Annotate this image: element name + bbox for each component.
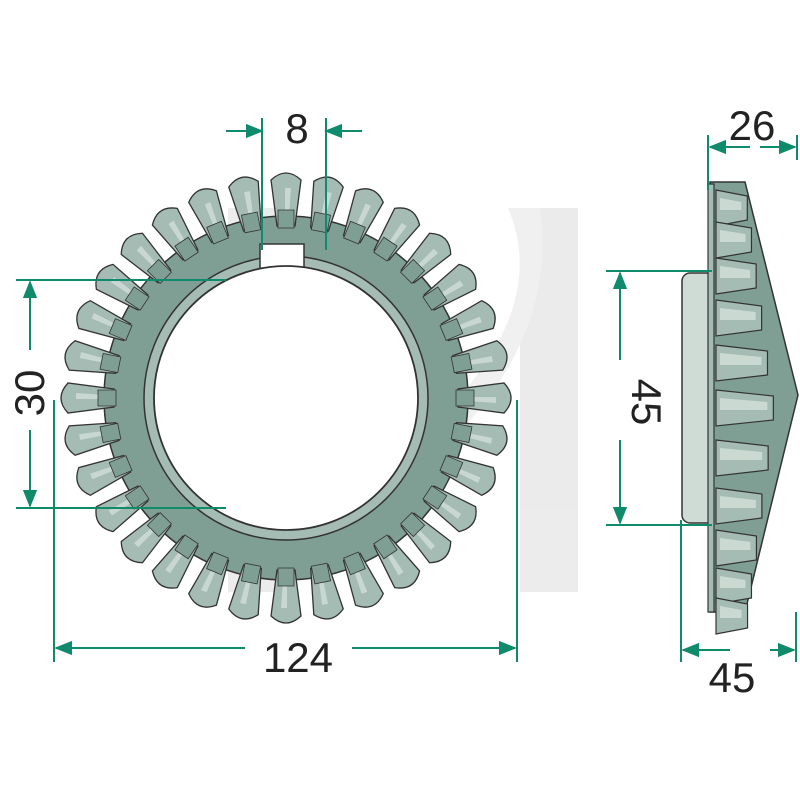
gear-tooth-highlight — [244, 191, 254, 220]
keyway-width-label: 8 — [285, 105, 308, 152]
gear-tooth-root — [146, 511, 173, 538]
gear-tooth-root — [108, 455, 133, 478]
gear-tooth-root — [174, 534, 199, 560]
gear-tooth-highlight — [240, 575, 252, 605]
gear-tooth-side-highlight — [720, 308, 756, 320]
gear-side-view — [681, 181, 799, 635]
gear-tooth-root — [399, 511, 426, 538]
gear-tooth-root — [343, 551, 366, 576]
outer-diameter-label: 124 — [263, 634, 333, 681]
gear-tooth-side-highlight — [720, 606, 742, 618]
gear-tooth-root — [124, 286, 150, 311]
gear-tooth-highlight — [76, 393, 104, 399]
gear-tooth-highlight — [464, 356, 493, 366]
dimension-keyway-width — [226, 118, 362, 250]
gear-tooth-side-highlight — [720, 496, 756, 508]
hub-diameter-label: 45 — [623, 379, 670, 426]
dimension-total-depth — [680, 520, 797, 662]
gear-tooth-highlight — [354, 203, 371, 232]
gear-tooth-root — [124, 485, 150, 510]
gear-tooth-side-highlight — [720, 266, 751, 278]
gear-front-view — [60, 172, 512, 624]
gear-tooth-side-highlight — [720, 576, 746, 588]
gear-tooth-root — [97, 389, 117, 407]
gear-tooth-highlight — [468, 397, 496, 403]
gear-tooth-side-highlight — [720, 230, 746, 242]
bore-diameter-label: 30 — [6, 370, 53, 417]
gear-tooth-root — [277, 209, 295, 229]
gear-tooth-highlight — [204, 202, 220, 231]
total-depth-label: 45 — [709, 654, 756, 701]
gear-tooth-root — [373, 534, 398, 560]
gear-tooth-side-highlight — [720, 448, 763, 460]
gear-tooth-highlight — [281, 580, 287, 608]
gear-tooth-root — [241, 562, 262, 585]
gear-tooth-highlight — [463, 432, 493, 444]
gear-tooth-highlight — [318, 576, 328, 605]
overall-width-label: 26 — [729, 102, 776, 149]
gear-tooth-highlight — [91, 313, 120, 330]
gear-tooth-root — [99, 353, 122, 374]
gear-tooth-highlight — [452, 466, 481, 483]
gear-tooth-highlight — [90, 464, 119, 480]
dimension-hub-diameter — [606, 270, 712, 526]
gear-tooth-side-highlight — [720, 353, 762, 365]
gear-tooth-root — [206, 551, 229, 576]
gear-tooth-root — [108, 318, 133, 341]
gear-tooth-root — [455, 389, 475, 407]
dimension-bore-diameter — [16, 279, 226, 509]
gear-tooth-highlight — [79, 430, 108, 440]
gear-tooth-root — [422, 286, 448, 311]
gear-tooth-root — [277, 567, 295, 587]
gear-tooth-root — [343, 220, 366, 245]
gear-tooth-root — [206, 220, 229, 245]
gear-bore — [153, 265, 419, 531]
gear-tooth-highlight — [201, 564, 218, 593]
gear-tooth-root — [310, 562, 331, 585]
gear-tooth-highlight — [285, 188, 291, 216]
gear-tooth-root — [439, 318, 464, 341]
dimension-outer-diameter — [53, 400, 518, 662]
dimension-overall-width — [707, 135, 798, 190]
gear-tooth-root — [174, 236, 199, 262]
gear-tooth-root — [310, 211, 331, 234]
gear-tooth-highlight — [79, 352, 109, 364]
gear-tooth-highlight — [352, 565, 368, 594]
gear-tooth-root — [439, 455, 464, 478]
gear-tooth-root — [373, 236, 398, 262]
gear-tooth-side-highlight — [720, 538, 751, 550]
gear-tooth-side-highlight — [720, 398, 768, 410]
gear-tooth-highlight — [453, 316, 482, 332]
gear-back-edge — [707, 183, 715, 613]
gear-tooth-root — [450, 422, 473, 443]
gear-tooth-root — [399, 258, 426, 285]
gear-tooth-root — [422, 485, 448, 510]
gear-tooth-root — [99, 422, 122, 443]
gear-tooth-side-highlight — [720, 198, 742, 210]
gear-tooth-root — [450, 353, 473, 374]
gear-tooth-root — [241, 211, 262, 234]
